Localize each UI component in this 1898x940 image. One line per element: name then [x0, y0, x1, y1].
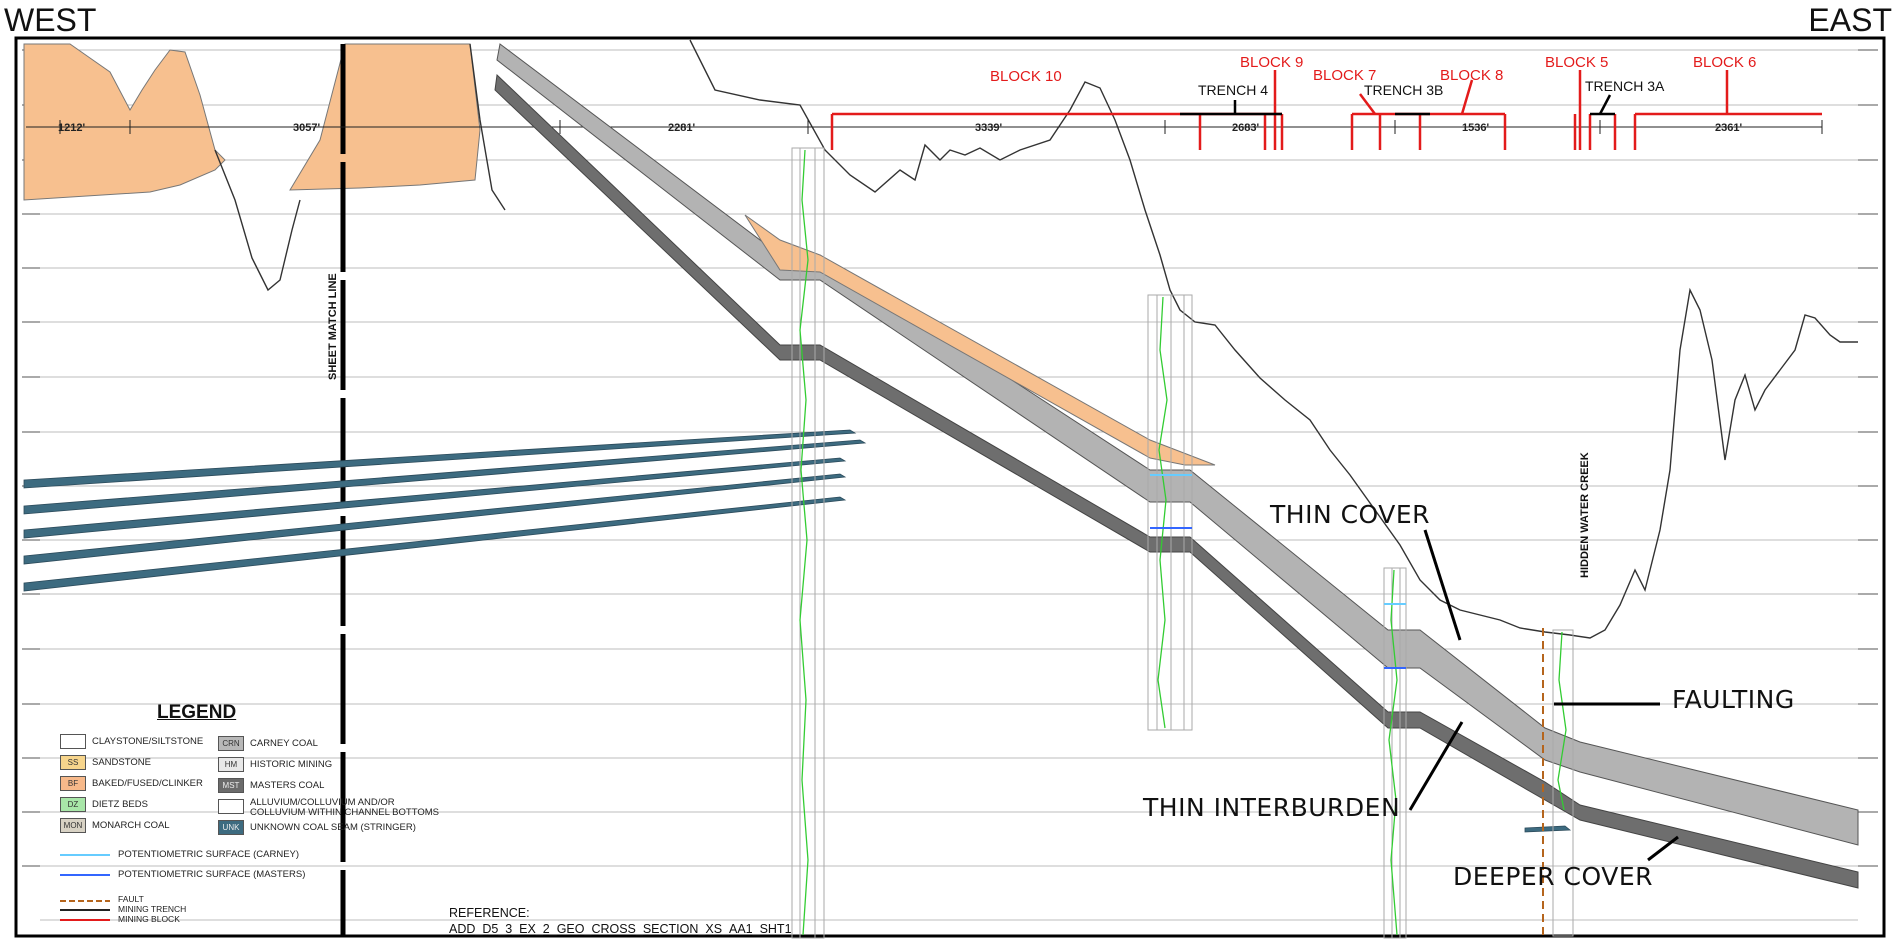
legend-label-carney: CARNEY COAL — [250, 738, 318, 749]
distance-1: 1212' — [58, 122, 85, 134]
legend-swatch-alluvium — [218, 799, 244, 814]
baked-clinker-hill-east — [289, 43, 481, 191]
sheet-match-line-label: SHEET MATCH LINE — [327, 273, 339, 380]
legend-label-potentiometric-masters: POTENTIOMETRIC SURFACE (MASTERS) — [118, 869, 306, 880]
baked-clinker-hill-west — [23, 43, 226, 201]
faulting-annotation: FAULTING — [1672, 685, 1795, 714]
legend-label-fault: FAULT — [118, 894, 144, 904]
legend-label-sandstone: SANDSTONE — [92, 757, 151, 768]
distance-7: 2361' — [1715, 122, 1742, 134]
annotation-leaders — [1408, 529, 1679, 862]
trench-4-label: TRENCH 4 — [1198, 82, 1268, 98]
legend-label-claystone: CLAYSTONE/SILTSTONE — [92, 736, 204, 747]
legend-swatch-claystone — [60, 734, 86, 749]
thin-cover-annotation: THIN COVER — [1270, 500, 1431, 529]
trench-3a-label: TRENCH 3A — [1585, 78, 1665, 94]
geophysical-logs — [799, 149, 1567, 936]
legend-label-masters: MASTERS COAL — [250, 780, 325, 791]
hidden-water-creek-label: HIDDEN WATER CREEK — [1579, 452, 1591, 578]
legend-swatch-sandstone: SS — [60, 755, 86, 770]
block-labels: BLOCK 10 BLOCK 9 BLOCK 7 BLOCK 8 BLOCK 5… — [990, 54, 1756, 85]
reference-value: ADD_D5_3_EX_2_GEO_CROSS_SECTION_XS_AA1_S… — [449, 922, 792, 936]
carney-coal-seam — [496, 43, 1859, 846]
trench-labels: TRENCH 4 TRENCH 3B TRENCH 3A — [1198, 78, 1665, 98]
unknown-coal-stringers — [23, 429, 1572, 833]
thin-interburden-annotation: THIN INTERBURDEN — [1143, 793, 1401, 822]
distance-4: 3339' — [975, 122, 1002, 134]
deeper-cover-annotation: DEEPER COVER — [1453, 862, 1653, 891]
legend-line-samples — [60, 854, 110, 921]
distance-5: 2683' — [1232, 122, 1259, 134]
legend-label-potentiometric-carney: POTENTIOMETRIC SURFACE (CARNEY) — [118, 849, 300, 860]
legend-label-mining-block: MINING BLOCK — [118, 914, 180, 924]
block-6-label: BLOCK 6 — [1693, 54, 1756, 71]
legend-swatch-carney: CRN — [218, 736, 244, 751]
legend-label-baked: BAKED/FUSED/CLINKER — [92, 778, 203, 789]
legend-title: LEGEND — [157, 702, 237, 723]
trench-markers — [1180, 94, 1615, 116]
distance-3: 2281' — [668, 122, 695, 134]
reference-label: REFERENCE: — [449, 906, 530, 920]
distance-2: 3057' — [293, 122, 320, 134]
legend-swatch-dietz: DZ — [60, 797, 86, 812]
legend-swatch-monarch: MON — [60, 818, 86, 833]
legend-label-alluvium: ALLUVIUM/COLLUVIUM AND/OR — [250, 797, 395, 808]
distance-labels: 1212' 3057' 2281' 3339' 2683' 1536' 2361… — [58, 122, 1742, 134]
legend-swatch-unknown: UNK — [218, 820, 244, 835]
legend-label-unknown: UNKNOWN COAL SEAM (STRINGER) — [250, 822, 416, 833]
trench-3b-label: TRENCH 3B — [1364, 82, 1443, 98]
potentiometric-markers — [1150, 474, 1406, 669]
legend-label-historic-mining: HISTORIC MINING — [250, 759, 333, 770]
drawing-border — [14, 36, 1886, 938]
block-9-label: BLOCK 9 — [1240, 54, 1303, 71]
ground-surface-profile — [214, 39, 1858, 639]
east-label: EAST — [1808, 2, 1892, 38]
west-label: WEST — [4, 2, 97, 38]
block-7-label: BLOCK 7 — [1313, 67, 1376, 84]
masters-coal-seam — [494, 73, 1859, 889]
legend-label-monarch: MONARCH COAL — [92, 820, 170, 831]
legend-swatch-masters: MST — [218, 778, 244, 793]
legend-swatch-historic-mining: HM — [218, 757, 244, 772]
legend-swatch-baked: BF — [60, 776, 86, 791]
block-8-label: BLOCK 8 — [1440, 67, 1503, 84]
block-10-label: BLOCK 10 — [990, 68, 1062, 85]
legend-label-mining-trench: MINING TRENCH — [118, 904, 187, 914]
legend-label-dietz: DIETZ BEDS — [92, 799, 148, 810]
legend-label-alluvium-line2: COLLUVIUM WITHIN CHANNEL BOTTOMS — [250, 807, 439, 818]
block-5-label: BLOCK 5 — [1545, 54, 1608, 71]
distance-6: 1536' — [1462, 122, 1489, 134]
